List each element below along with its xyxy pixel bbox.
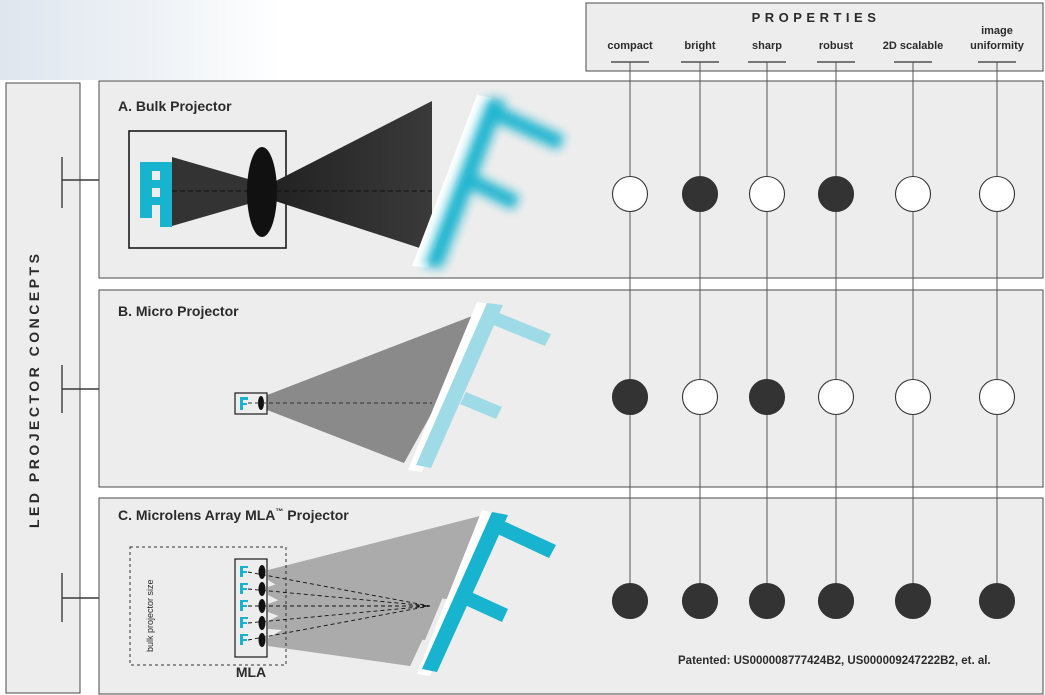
- panel-b-title: B. Micro Projector: [118, 303, 239, 319]
- rating-mla-2d-scalable-filled: [894, 582, 932, 620]
- panel-c-title: C. Microlens Array MLA™ Projector: [118, 507, 349, 523]
- panel-c-title-tail: Projector: [283, 507, 349, 523]
- patent-note: Patented: US000008777424B2, US0000092472…: [678, 655, 991, 667]
- side-connectors: [61, 157, 99, 622]
- rating-mla-image-uniformity-filled: [978, 582, 1016, 620]
- panel-b: [98, 289, 1044, 488]
- rating-bulk-image-uniformity-empty: [978, 175, 1016, 213]
- rating-bulk-sharp-empty: [748, 175, 786, 213]
- rating-bulk-bright-filled: [681, 175, 719, 213]
- side-label-box: [5, 82, 81, 694]
- properties-header-box: [585, 2, 1044, 72]
- mla-projector-illustration: bulk projector size: [129, 510, 556, 680]
- rating-micro-compact-filled: [611, 378, 649, 416]
- property-label-bright: bright: [684, 40, 715, 52]
- rating-micro-sharp-filled: [748, 378, 786, 416]
- rating-micro-2d-scalable-empty: [894, 378, 932, 416]
- property-label-compact: compact: [607, 40, 653, 52]
- bulk-size-outline: [129, 546, 287, 666]
- property-label-robust: robust: [819, 40, 854, 52]
- rating-micro-image-uniformity-empty: [978, 378, 1016, 416]
- rating-mla-sharp-filled: [748, 582, 786, 620]
- bulk-projector-illustration: [128, 95, 565, 268]
- rating-micro-bright-empty: [681, 378, 719, 416]
- micro-projector-illustration: [234, 302, 551, 472]
- rating-mla-compact-filled: [611, 582, 649, 620]
- rating-bulk-robust-filled: [817, 175, 855, 213]
- rating-mla-bright-filled: [681, 582, 719, 620]
- bulk-size-label: bulk projector size: [145, 579, 155, 652]
- rating-bulk-2d-scalable-empty: [894, 175, 932, 213]
- rating-micro-robust-empty: [817, 378, 855, 416]
- panel-c-title-main: C. Microlens Array MLA: [118, 507, 275, 523]
- rating-bulk-compact-empty: [611, 175, 649, 213]
- property-label-sharp: sharp: [752, 40, 782, 52]
- properties-header: PROPERTIES: [752, 10, 881, 25]
- rating-mla-robust-filled: [817, 582, 855, 620]
- property-label-2d-scalable: 2D scalable: [883, 40, 944, 52]
- mla-label: MLA: [236, 664, 266, 680]
- side-label: LED PROJECTOR CONCEPTS: [26, 251, 42, 528]
- panel-c-title-trademark: ™: [275, 507, 283, 516]
- corner-gradient: [0, 0, 280, 80]
- panel-a-title: A. Bulk Projector: [118, 98, 232, 114]
